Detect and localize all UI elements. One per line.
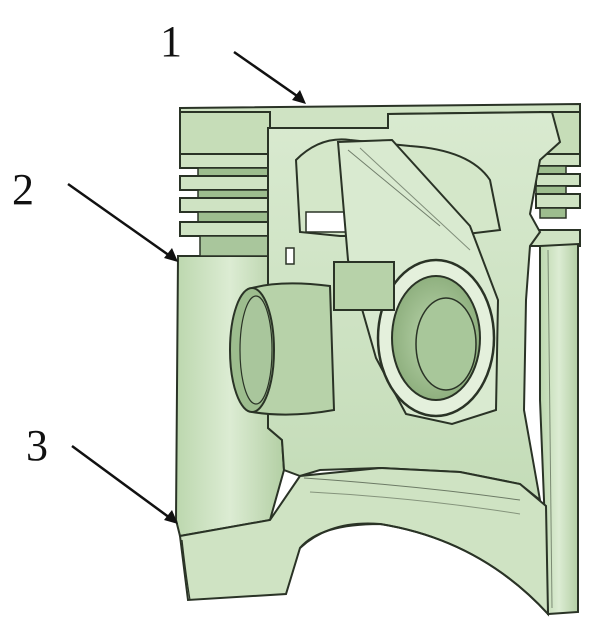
callout-arrow-3: [71, 444, 178, 524]
callout-label-3: 3: [26, 421, 48, 470]
lower-skirt: [178, 466, 550, 617]
callout-arrow-2: [67, 182, 178, 262]
pin-bore: [376, 258, 496, 418]
callout-label-1: 1: [160, 17, 182, 66]
callout-label-2: 2: [12, 165, 34, 214]
boss-step-block: [285, 247, 395, 311]
piston-crown: [179, 102, 581, 155]
left-pin-boss: [229, 282, 336, 416]
callout-arrow-1: [233, 50, 306, 104]
left-ring-grooves: [179, 153, 271, 257]
